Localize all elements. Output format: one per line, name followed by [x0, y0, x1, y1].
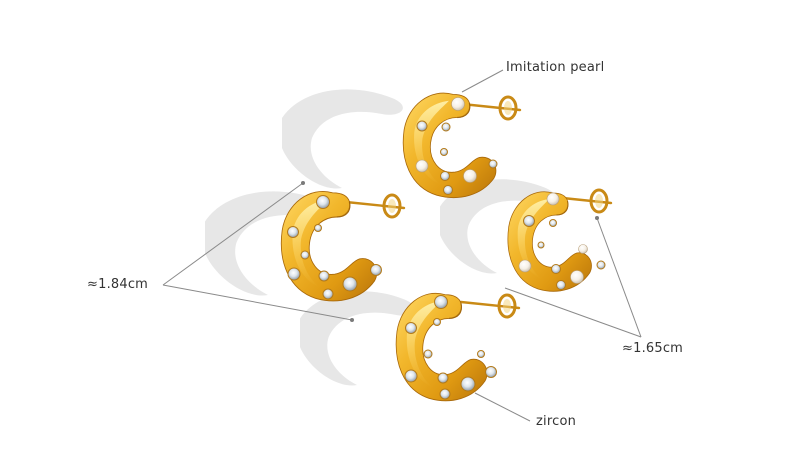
- shadows: [205, 89, 555, 386]
- pearl-earring-back: [402, 92, 522, 199]
- width-184-bottom-line: [162, 284, 353, 321]
- zircon-leader-line: [474, 392, 531, 422]
- width-165cm-label: ≈1.65cm: [622, 341, 684, 356]
- annotation-dots: [301, 181, 599, 322]
- annotation-lines: [162, 69, 642, 422]
- zircon-earring-front: [395, 292, 521, 402]
- width-184cm-label: ≈1.84cm: [87, 277, 149, 292]
- width-165-bottom-line: [504, 287, 642, 338]
- zircon-label: zircon: [536, 414, 577, 429]
- width-165-top-line: [596, 217, 642, 338]
- pearl-earring-right: [507, 188, 613, 292]
- zircon-earring-left: [280, 190, 406, 302]
- imitation-pearl-label: Imitation pearl: [506, 60, 605, 75]
- width-184-top-line: [162, 182, 304, 286]
- pearl-leader-line: [461, 69, 504, 93]
